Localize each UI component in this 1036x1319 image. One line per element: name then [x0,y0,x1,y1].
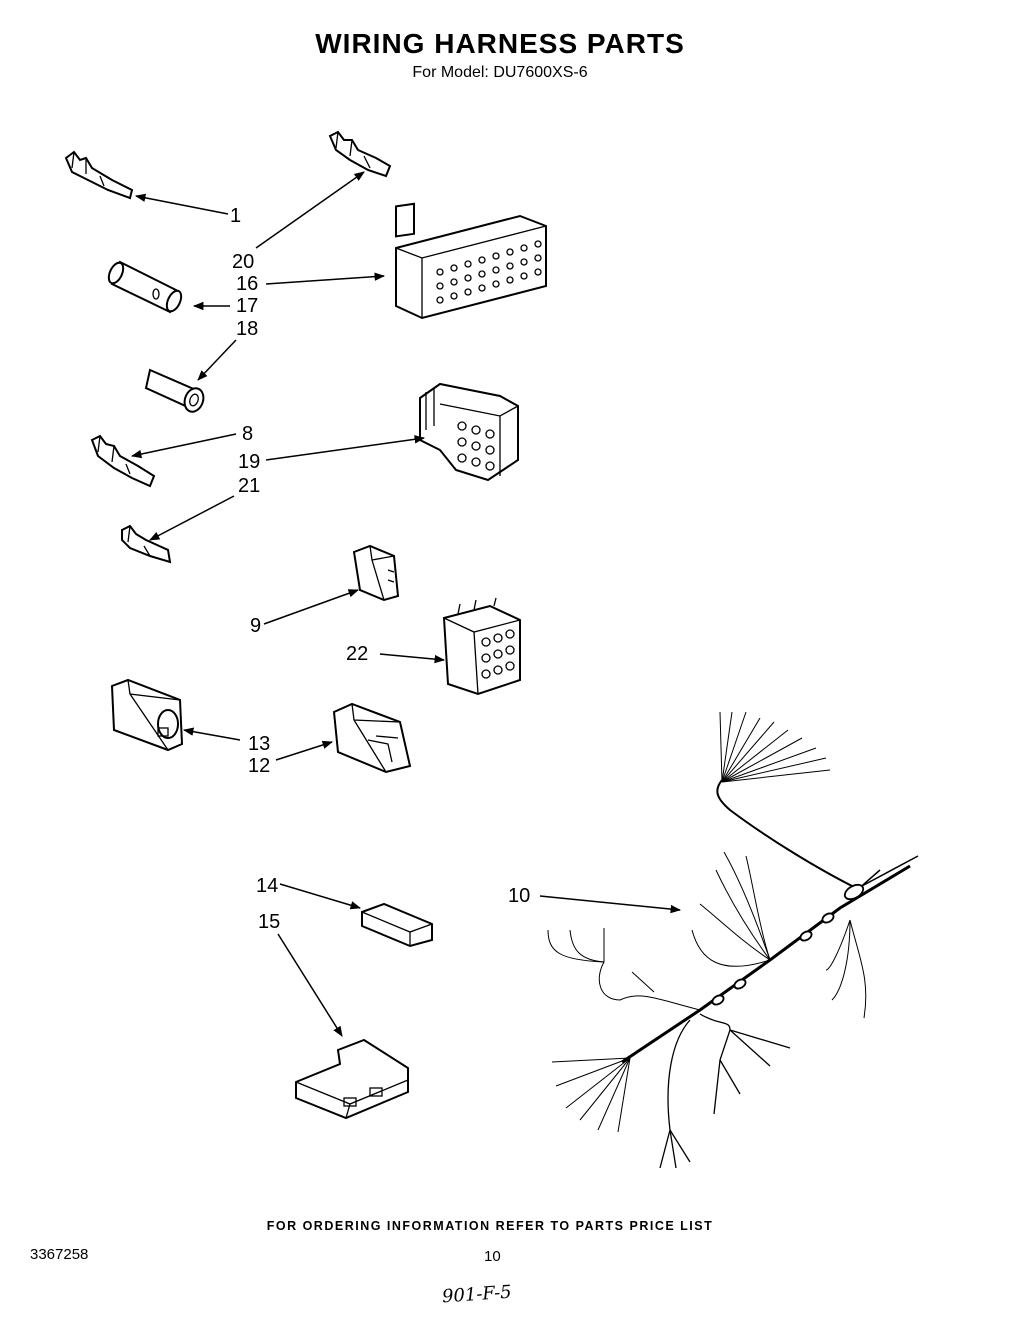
callout-1: 1 [230,205,241,227]
part-14-clip-icon [361,902,433,948]
part-22-nine-pin-receptacle-icon [442,597,521,696]
part-17-sleeve-icon [107,260,183,314]
callout-12: 12 [248,755,270,777]
part-13-connector-housing-icon [110,678,184,752]
callout-21: 21 [238,475,260,497]
part-8-terminal-icon [90,434,156,488]
callout-20: 20 [232,251,254,273]
callout-13: 13 [248,733,270,755]
part-10-wiring-harness-icon [547,711,919,1169]
part-20-terminal-icon [328,130,392,178]
part-12-connector-housing-icon [332,702,412,774]
part-15-bracket-connector-icon [295,1038,409,1120]
callout-17: 17 [236,295,258,317]
ordering-note: FOR ORDERING INFORMATION REFER TO PARTS … [266,1219,714,1233]
callout-leaders [130,171,682,1037]
part-1-terminal-icon [64,150,134,200]
part-9-small-connector-icon [352,544,400,602]
part-18-plug-icon [144,368,205,413]
callout-10: 10 [508,885,530,907]
model-subtitle: For Model: DU7600XS-6 [412,64,588,81]
callout-14: 14 [256,875,278,897]
part-16-connector-block-icon [395,202,547,320]
page-title: WIRING HARNESS PARTS [315,28,685,59]
page-number: 10 [484,1248,501,1265]
callout-18: 18 [236,318,258,340]
document-number: 3367258 [30,1246,89,1263]
callout-22: 22 [346,643,368,665]
callout-8: 8 [242,423,253,445]
part-21-terminal-icon [121,524,172,564]
callout-19: 19 [238,451,260,473]
callout-9: 9 [250,615,261,637]
callout-15: 15 [258,911,280,933]
callout-16: 16 [236,273,258,295]
part-19-nine-pin-connector-icon [419,382,519,482]
